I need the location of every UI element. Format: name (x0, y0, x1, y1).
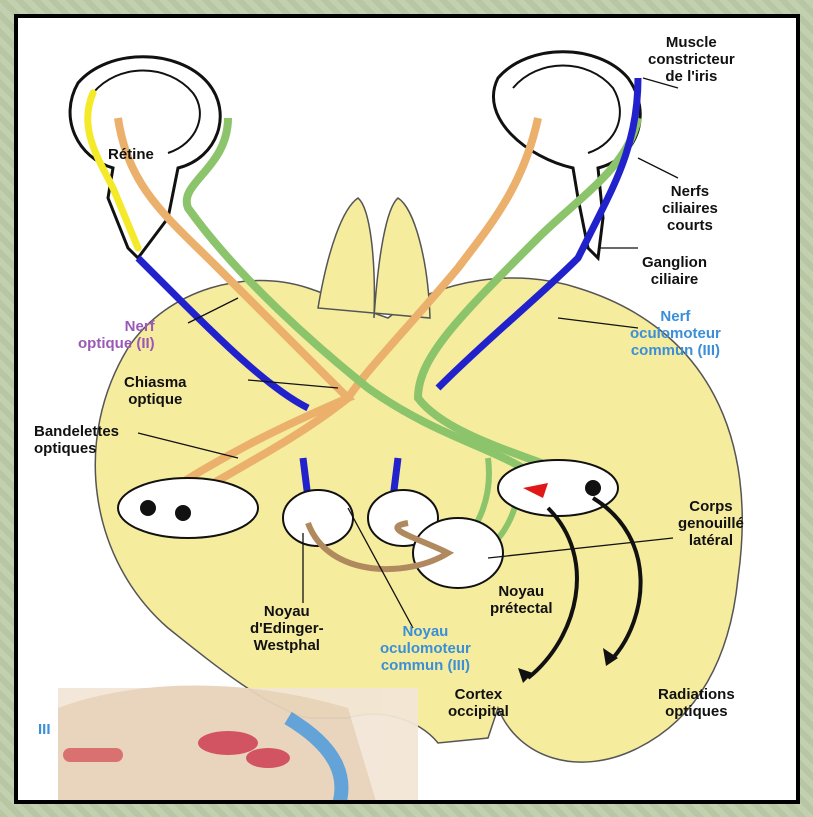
label-nerfs-ciliaires: Nerfs ciliaires courts (662, 183, 718, 234)
label-cortex: Cortex occipital (448, 686, 509, 720)
label-muscle: Muscle constricteur de l'iris (648, 34, 735, 85)
label-noyau-ew: Noyau d'Edinger- Westphal (250, 603, 324, 654)
inset-anatomy (58, 686, 418, 805)
label-nerf-optique: Nerf optique (II) (78, 318, 155, 352)
label-ganglion: Ganglion ciliaire (642, 254, 707, 288)
label-noyau-pretectal: Noyau prétectal (490, 583, 553, 617)
label-bandelettes: Bandelettes optiques (34, 423, 119, 457)
label-chiasma: Chiasma optique (124, 374, 187, 408)
label-noyau-oculomoteur: Noyau oculomoteur commun (III) (380, 623, 471, 674)
central-lobes (318, 198, 430, 318)
label-nerf-oculomoteur: Nerf oculomoteur commun (III) (630, 308, 721, 359)
label-iii: III (38, 721, 51, 738)
pretectal-nucleus (413, 518, 503, 588)
diagram-panel: Muscle constricteur de l'iris Rétine Ner… (14, 14, 800, 804)
label-radiations: Radiations optiques (658, 686, 735, 720)
label-corps-genouille: Corps genouillé latéral (678, 498, 744, 549)
label-retine: Rétine (108, 146, 154, 163)
